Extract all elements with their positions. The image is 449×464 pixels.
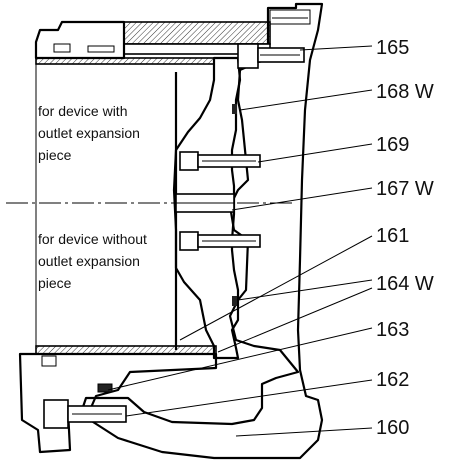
callout-169: 169 [376,134,409,156]
seal-168w [232,104,237,114]
callout-164w: 164 W [376,273,434,295]
bolt-lower [179,231,261,251]
callout-160: 160 [376,417,409,439]
callout-167w: 167 W [376,178,434,200]
bolt-169 [179,151,261,171]
leader-lines [107,45,373,437]
note-without-expansion: for device without outlet expansion piec… [38,231,151,291]
callout-161: 161 [376,225,409,247]
bolt-162 [43,399,127,429]
top-flange [34,20,271,65]
callout-163: 163 [376,319,409,341]
callout-162: 162 [376,369,409,391]
seal-164w [232,296,237,306]
bolt-165 [237,43,305,69]
note-with-expansion: for device with outlet expansion piece [38,103,144,163]
callout-165: 165 [376,37,409,59]
callout-168w: 168 W [376,81,434,103]
